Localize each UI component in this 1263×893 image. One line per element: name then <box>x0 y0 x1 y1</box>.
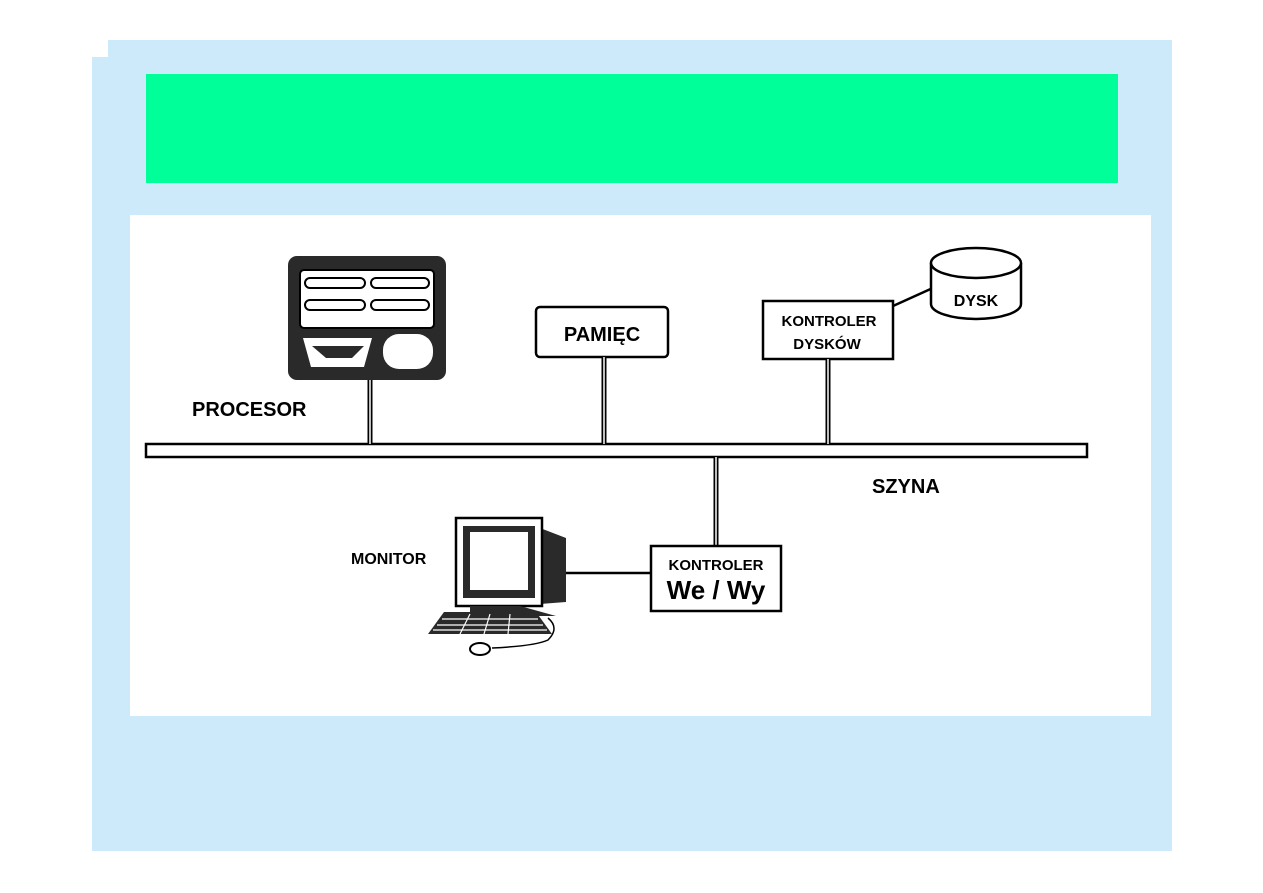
diagram-panel: SZYNA PROCESOR PAMIĘC KONTROLER DYSKÓW <box>130 215 1151 716</box>
monitor-workstation-icon <box>428 516 566 656</box>
disk-controller-label-line2: DYSKÓW <box>793 335 861 353</box>
monitor-label: MONITOR <box>351 551 427 568</box>
computer-architecture-diagram: SZYNA PROCESOR PAMIĘC KONTROLER DYSKÓW <box>144 246 1089 656</box>
disk-controller-box <box>761 299 895 361</box>
title-bar <box>146 74 1118 183</box>
bus-bar <box>144 442 1089 459</box>
bus-label: SZYNA <box>872 476 940 498</box>
io-controller-box <box>649 544 783 613</box>
disk-label: DYSK <box>954 293 999 310</box>
processor-label: PROCESOR <box>192 399 307 421</box>
memory-label: PAMIĘC <box>564 324 640 346</box>
disk-cylinder-icon <box>929 246 1023 321</box>
io-controller-label-line2: We / Wy <box>667 575 766 605</box>
io-controller-label-line1: KONTROLER <box>669 557 764 574</box>
disk-controller-label-line1: KONTROLER <box>782 313 877 330</box>
disk-controller-disk-link <box>892 285 936 308</box>
slide-background-step <box>92 57 132 851</box>
processor-icon <box>288 256 446 380</box>
